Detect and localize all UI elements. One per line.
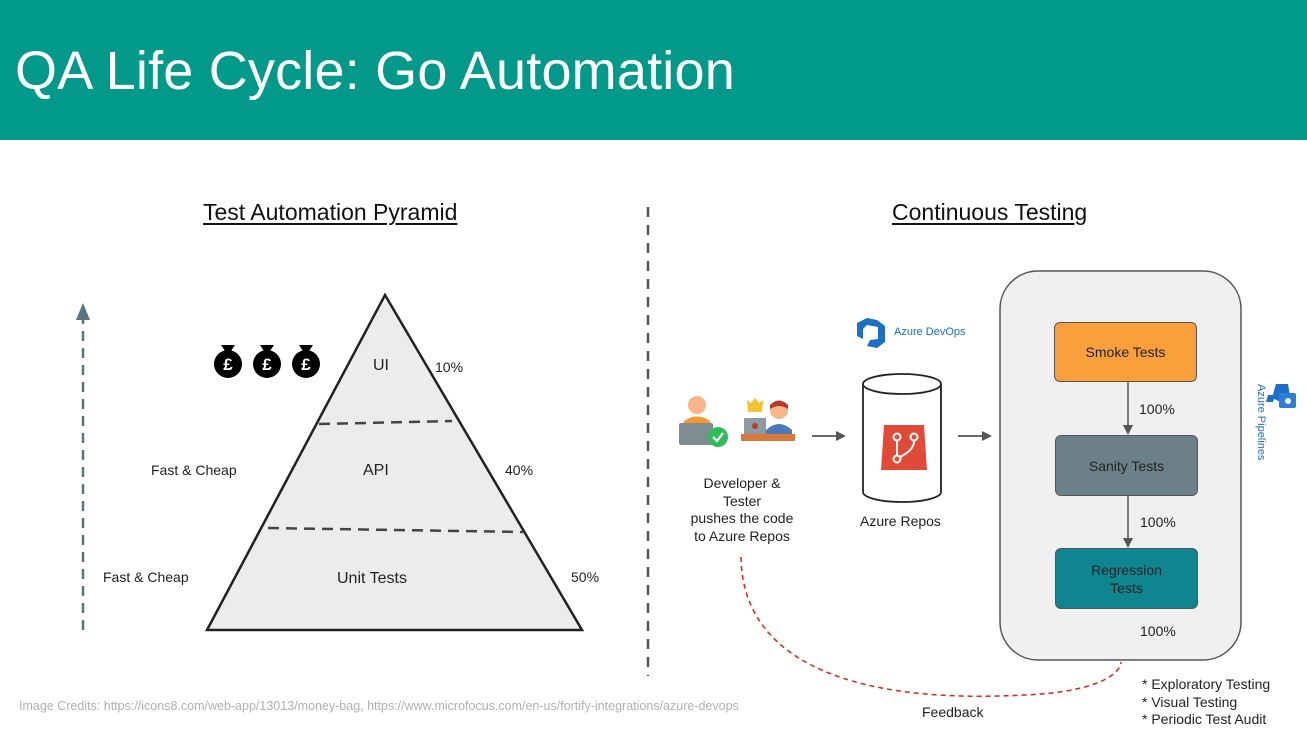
additional-testing-notes: * Exploratory Testing * Visual Testing *… bbox=[1142, 676, 1270, 729]
smoke-tests-stage: Smoke Tests bbox=[1054, 322, 1197, 382]
azure-devops-label: Azure DevOps bbox=[894, 326, 966, 338]
developer-icon bbox=[679, 396, 728, 447]
azure-repos-icon bbox=[881, 425, 927, 470]
pyramid-level-ui: UI bbox=[373, 357, 389, 375]
pyramid-percent-ui: 10% bbox=[435, 359, 463, 375]
feedback-label: Feedback bbox=[922, 704, 983, 720]
sanity-tests-stage: Sanity Tests bbox=[1055, 435, 1198, 496]
pyramid-level-unit: Unit Tests bbox=[337, 570, 407, 588]
image-credits: Image Credits: https://icons8.com/web-ap… bbox=[19, 699, 739, 713]
fast-cheap-label: Fast & Cheap bbox=[103, 569, 189, 585]
azure-pipelines-label: Azure Pipelines bbox=[1255, 384, 1267, 460]
regression-tests-stage: Regression Tests bbox=[1055, 548, 1198, 609]
stage-percent: 100% bbox=[1140, 623, 1176, 639]
money-bag-icon: £ bbox=[292, 345, 320, 378]
svg-text:£: £ bbox=[223, 355, 233, 374]
stage-percent: 100% bbox=[1139, 401, 1175, 417]
money-bag-icon: £ bbox=[253, 345, 281, 378]
speed-axis-arrowhead bbox=[76, 303, 90, 320]
pyramid-level-api: API bbox=[363, 462, 389, 480]
money-bag-icon: £ bbox=[214, 345, 242, 378]
fast-cheap-label: Fast & Cheap bbox=[151, 462, 237, 478]
tester-icon bbox=[741, 398, 795, 441]
pyramid-percent-unit: 50% bbox=[571, 569, 599, 585]
azure-repos-label: Azure Repos bbox=[860, 513, 941, 529]
pyramid-percent-api: 40% bbox=[505, 462, 533, 478]
stage-percent: 100% bbox=[1140, 514, 1176, 530]
svg-text:£: £ bbox=[301, 355, 311, 374]
svg-text:£: £ bbox=[262, 355, 272, 374]
azure-devops-icon bbox=[857, 318, 885, 348]
azure-pipelines-icon bbox=[1266, 384, 1296, 408]
developer-caption: Developer & Tester pushes the code to Az… bbox=[672, 475, 812, 545]
